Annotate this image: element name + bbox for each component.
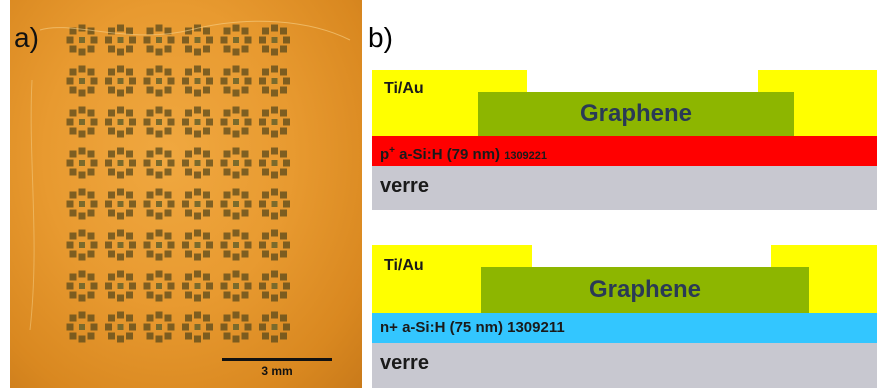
device-cell bbox=[66, 147, 98, 179]
device-cell bbox=[105, 106, 136, 138]
device-cell bbox=[259, 65, 290, 97]
device-cell bbox=[66, 188, 98, 220]
device-cell bbox=[66, 229, 98, 261]
device-cell bbox=[182, 270, 213, 302]
p-type-stack: Ti/Au Graphene p+ a-Si:H (79 nm) 1309221… bbox=[372, 70, 877, 212]
panel-a-label: a) bbox=[14, 22, 39, 53]
device-cell bbox=[259, 24, 290, 56]
panel-b-label: b) bbox=[368, 22, 393, 53]
device-cell bbox=[182, 65, 213, 97]
n-type-stack: Ti/Au Graphene n+ a-Si:H (75 nm) 1309211… bbox=[372, 245, 877, 388]
scale-bar-label: 3 mm bbox=[261, 364, 293, 378]
device-cell bbox=[143, 270, 175, 302]
device-cell bbox=[182, 147, 213, 179]
device-cell bbox=[182, 229, 213, 261]
p-layer-main: a-Si:H (79 nm) bbox=[395, 146, 501, 163]
device-cell bbox=[143, 24, 175, 56]
graphene-layer: Graphene bbox=[478, 92, 794, 136]
device-cell bbox=[182, 106, 213, 138]
glass-substrate: verre bbox=[372, 166, 877, 210]
device-cell bbox=[105, 147, 136, 179]
panel-a: a) 3 mm bbox=[0, 0, 362, 390]
p-layer-id: 1309221 bbox=[504, 150, 548, 162]
device-cell bbox=[105, 65, 136, 97]
device-cell bbox=[220, 147, 252, 179]
device-cell bbox=[143, 65, 175, 97]
ti-au-label: Ti/Au bbox=[384, 257, 424, 274]
device-cell bbox=[182, 311, 213, 343]
p-layer-sup: + bbox=[389, 145, 396, 156]
device-cell bbox=[66, 270, 98, 302]
device-cell bbox=[220, 270, 252, 302]
device-cell bbox=[66, 65, 98, 97]
device-cell bbox=[143, 106, 175, 138]
device-cell bbox=[66, 311, 98, 343]
device-cell bbox=[259, 106, 290, 138]
device-cell bbox=[66, 24, 98, 56]
graphene-layer: Graphene bbox=[481, 267, 809, 313]
device-cell bbox=[220, 106, 252, 138]
scale-bar bbox=[222, 358, 332, 361]
device-cell bbox=[143, 188, 175, 220]
device-cell bbox=[220, 229, 252, 261]
surface-scratch bbox=[39, 20, 351, 41]
ti-au-label: Ti/Au bbox=[384, 80, 424, 97]
device-cell bbox=[143, 147, 175, 179]
device-cell bbox=[220, 188, 252, 220]
device-cell bbox=[182, 188, 213, 220]
device-cell bbox=[105, 311, 136, 343]
device-cell bbox=[259, 311, 290, 343]
device-cell bbox=[220, 65, 252, 97]
device-array bbox=[29, 20, 351, 343]
device-cell bbox=[105, 24, 136, 56]
device-cell bbox=[143, 229, 175, 261]
p-layer-prefix: p bbox=[380, 146, 390, 163]
p-doped-layer: p+ a-Si:H (79 nm) 1309221 bbox=[372, 136, 877, 166]
device-cell bbox=[220, 311, 252, 343]
device-cell bbox=[220, 24, 252, 56]
device-cell bbox=[105, 270, 136, 302]
device-cell bbox=[259, 147, 290, 179]
n-doped-layer: n+ a-Si:H (75 nm) 1309211 bbox=[372, 313, 877, 343]
device-cell bbox=[143, 311, 175, 343]
device-cell bbox=[105, 188, 136, 220]
sample-photo bbox=[10, 0, 362, 388]
glass-substrate: verre bbox=[372, 343, 877, 388]
surface-scratch bbox=[29, 79, 35, 331]
device-cell bbox=[105, 229, 136, 261]
device-cell bbox=[182, 24, 213, 56]
device-cell bbox=[259, 188, 290, 220]
device-cell bbox=[259, 229, 290, 261]
device-cell bbox=[259, 270, 290, 302]
device-cell bbox=[66, 106, 98, 138]
